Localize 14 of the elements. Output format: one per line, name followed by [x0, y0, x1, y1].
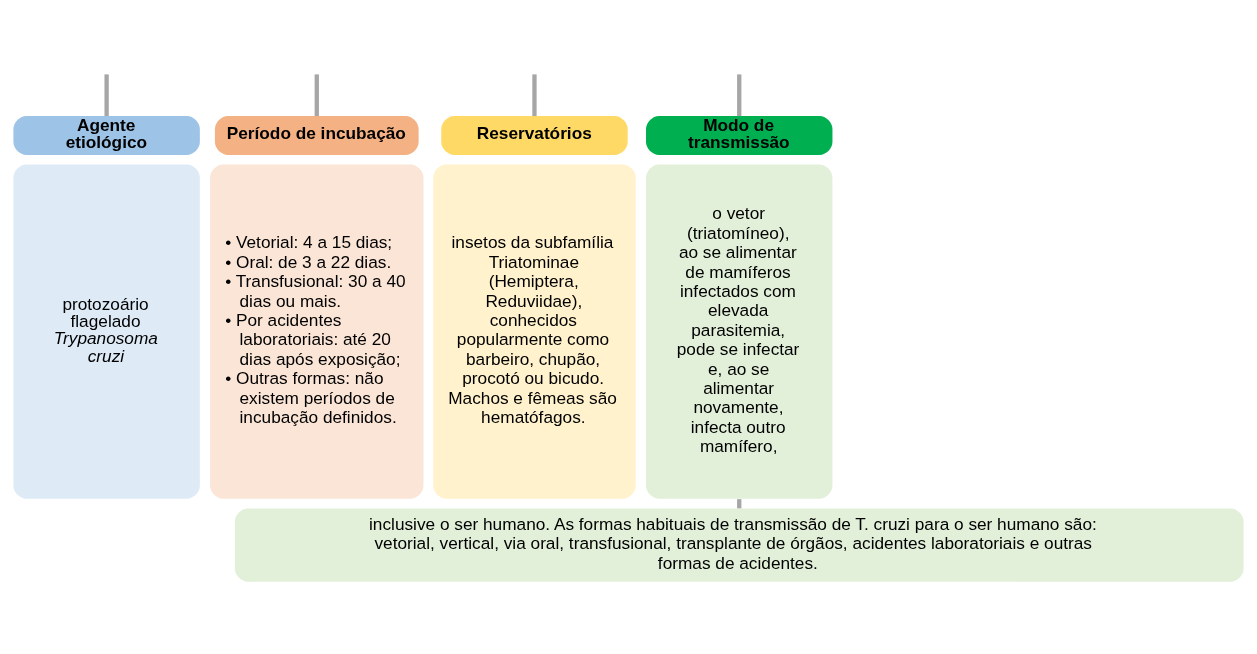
- connector: [737, 73, 742, 116]
- node-box: Agente etiológico: [13, 115, 200, 155]
- node-box: Período de incubação: [214, 115, 419, 155]
- connector: [737, 498, 742, 508]
- node-box: Modo de transmissão: [646, 115, 833, 155]
- node-box: insetos da subfamília Triatominae (Hemiptera, Reduviidae), conhecidos popularmente como barbeiro, chupão, procotó ou bicudo. Machos e fêmeas são hematófagos.: [433, 164, 636, 499]
- node-box: o vetor (triatomíneo), ao se alimentar de mamíferos infectados com elevada parasitemia, pode se infectar e, ao se alimentar novamente, infecta outro mamífero,: [646, 164, 833, 499]
- node-box: inclusive o ser humano. As formas habituais de transmissão de T. cruzi para o ser humano são: vetorial, vertical, via oral, transfusional, transplante de órgãos, acidentes laboratoriais e outras formas de acidentes.: [234, 507, 1244, 582]
- connector: [314, 73, 319, 116]
- connector: [104, 73, 109, 116]
- node-box: protozoário flagelado Trypanosoma cruzi: [13, 164, 200, 499]
- node-box: • Vetorial: 4 a 15 dias; • Oral: de 3 a 22 dias. • Transfusional: 30 a 40 dias ou mais. • Por acidentes laboratoriais: até 20 dias após exposição; • Outras formas: não existem períodos de incubação definidos.: [210, 164, 424, 499]
- connector: [532, 73, 537, 116]
- node-box: Reservatórios: [441, 115, 628, 155]
